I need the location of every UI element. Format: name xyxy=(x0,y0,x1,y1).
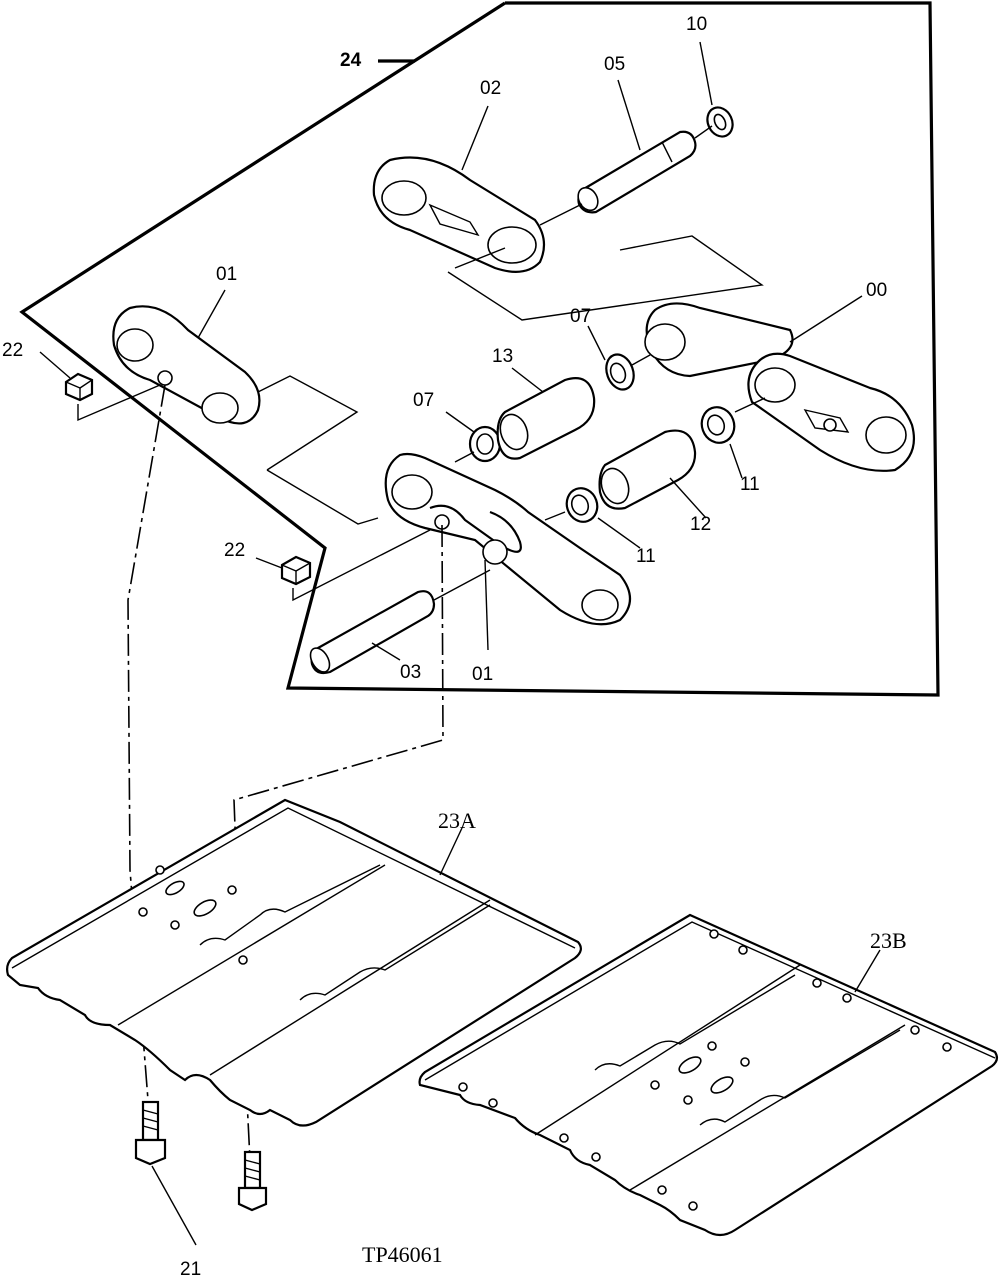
leader-23A xyxy=(439,827,463,876)
leader-23B xyxy=(854,949,881,993)
callout-01-lower: 01 xyxy=(472,664,493,685)
callout-05: 05 xyxy=(604,54,625,75)
assembly-boundary xyxy=(19,1,940,697)
callout-03: 03 xyxy=(400,662,421,683)
leader-07-lower xyxy=(445,411,475,433)
leader-12 xyxy=(669,477,707,519)
bolt-21-right xyxy=(237,1150,268,1212)
leader-21 xyxy=(151,1165,197,1246)
track-shoe-23A xyxy=(6,798,582,1127)
leader-11-left xyxy=(597,517,641,549)
nut-22-lower xyxy=(280,555,312,586)
callout-00: 00 xyxy=(866,280,887,301)
pin-03 xyxy=(309,590,436,675)
nut-22-upper xyxy=(64,372,94,402)
track-link-01-lower xyxy=(384,452,632,626)
leader-01-lower xyxy=(484,559,489,651)
callout-22-lower: 22 xyxy=(224,540,245,561)
track-link-00-front xyxy=(747,352,916,472)
callout-12: 12 xyxy=(690,514,711,535)
spacer-11-right xyxy=(700,406,736,444)
leader-02 xyxy=(461,105,489,171)
leader-22-lower xyxy=(255,557,283,569)
master-pin-05 xyxy=(577,130,697,214)
leader-00 xyxy=(789,295,863,343)
leader-13 xyxy=(511,367,544,393)
bolt-21-left xyxy=(134,1100,167,1166)
callout-11-right: 11 xyxy=(740,474,760,495)
callout-21: 21 xyxy=(180,1259,201,1280)
track-shoe-23B xyxy=(418,913,999,1237)
leader-01-upper xyxy=(197,289,226,339)
leader-10 xyxy=(699,41,713,106)
seal-07-lower xyxy=(468,425,502,463)
master-link-02 xyxy=(372,156,546,273)
spacer-11-left xyxy=(565,487,599,523)
callout-22-upper: 22 xyxy=(2,340,23,361)
seal-07-upper xyxy=(605,353,635,391)
leader-07-upper xyxy=(587,325,606,361)
bushing-12 xyxy=(598,429,697,510)
callout-24: 24 xyxy=(340,50,362,71)
leader-05 xyxy=(617,79,641,151)
callout-07-upper: 07 xyxy=(570,306,591,327)
leader-03 xyxy=(371,642,401,661)
bushing-13 xyxy=(496,377,596,460)
callout-13: 13 xyxy=(492,346,513,367)
callout-23A: 23A xyxy=(438,808,476,833)
drawing-reference-code: TP46061 xyxy=(362,1242,443,1267)
leader-22-upper xyxy=(39,351,71,379)
callout-02: 02 xyxy=(480,78,501,99)
callout-10: 10 xyxy=(686,14,707,35)
callout-11-left: 11 xyxy=(636,546,656,567)
track-link-00-rear xyxy=(644,302,794,378)
retainer-10 xyxy=(706,106,734,138)
callout-07-lower: 07 xyxy=(413,390,434,411)
callout-23B: 23B xyxy=(870,928,907,953)
callout-01-upper: 01 xyxy=(216,264,237,285)
track-link-01-upper xyxy=(112,305,261,425)
leader-11-right xyxy=(729,443,743,479)
